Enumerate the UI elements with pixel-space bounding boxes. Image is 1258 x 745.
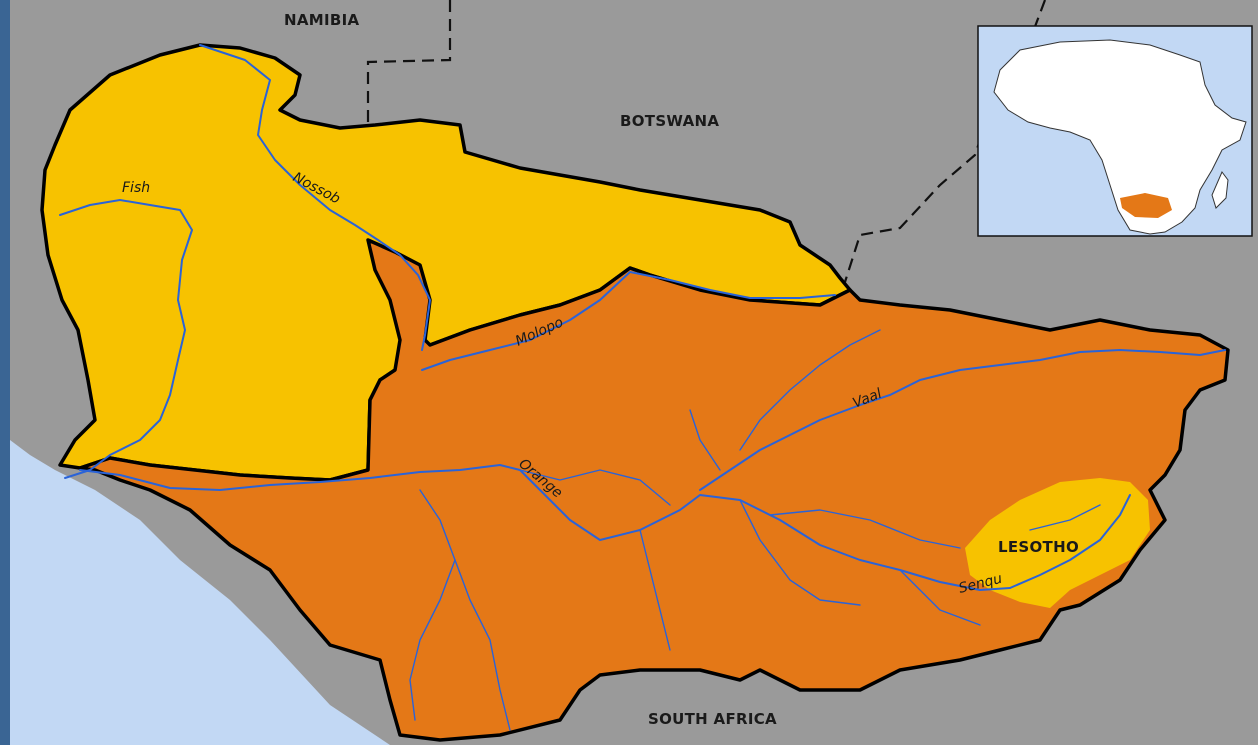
river-vaal (699, 349, 1226, 491)
label-botswana: BOTSWANA (620, 112, 719, 130)
tributary (899, 569, 981, 626)
label-south-africa: SOUTH AFRICA (648, 710, 777, 728)
lesotho-region (965, 478, 1150, 608)
river-nossob (199, 44, 431, 351)
inset-africa (993, 39, 1247, 235)
tributary (739, 499, 861, 606)
tributary (519, 469, 671, 506)
label-lesotho: LESOTHO (998, 538, 1079, 556)
river-molopo (421, 271, 836, 371)
river-orange (79, 464, 1011, 591)
inset-basin-highlight (1120, 193, 1172, 218)
label-river-fish: Fish (122, 180, 150, 196)
tributary (689, 409, 721, 471)
tributary (639, 529, 671, 651)
tributary (454, 559, 511, 731)
tributary (409, 489, 456, 721)
tributary (1029, 504, 1101, 531)
inset-madagascar (1211, 171, 1229, 209)
tributary (769, 509, 961, 549)
basin-lower-region (78, 238, 1230, 742)
label-namibia: NAMIBIA (284, 11, 359, 29)
inset-map (977, 25, 1253, 237)
tributary (739, 329, 881, 451)
botswana-southafrica-border (843, 0, 1047, 283)
river-fish (59, 199, 193, 479)
river-senqu (1009, 494, 1131, 589)
rivers (59, 44, 1226, 731)
